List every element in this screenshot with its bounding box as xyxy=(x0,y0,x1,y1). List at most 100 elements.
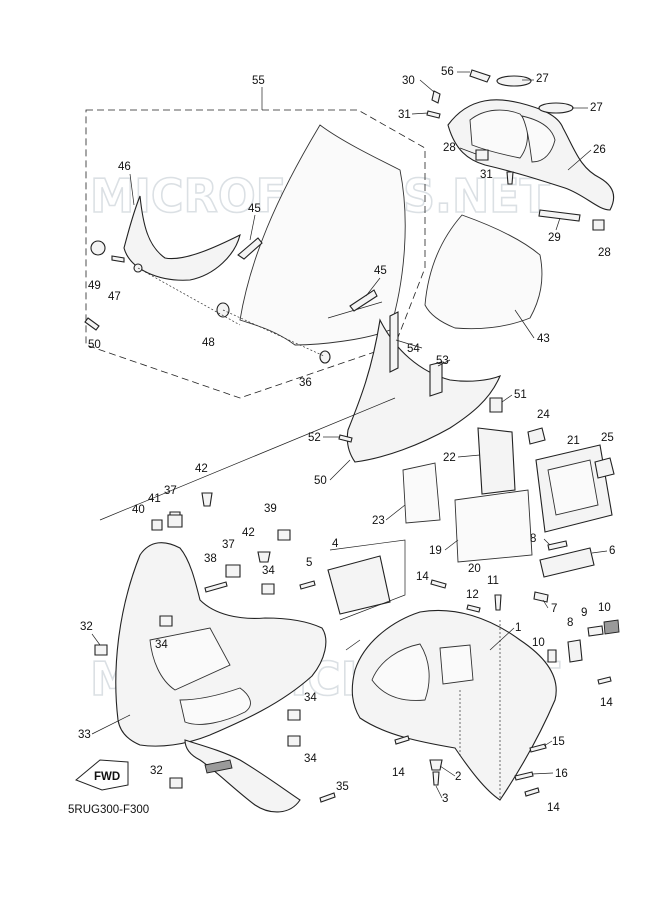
bolt-42-lower xyxy=(257,551,271,563)
callout-20: 20 xyxy=(468,563,481,575)
front-cowling-32 xyxy=(115,542,327,747)
screw-15 xyxy=(466,604,481,613)
callout-17: 16 xyxy=(555,768,568,780)
clip-45-upper xyxy=(237,237,263,260)
callout-55: 54 xyxy=(407,343,420,355)
callout-41-upper: 37 xyxy=(164,485,177,497)
bolt-42-upper xyxy=(201,492,213,507)
callout-1: 1 xyxy=(515,622,521,634)
callout-42-upper: 42 xyxy=(195,463,208,475)
clip-12 xyxy=(547,649,557,663)
callout-31-upper: 31 xyxy=(398,109,411,121)
clip-37 xyxy=(277,529,291,541)
callout-32: 33 xyxy=(78,729,91,741)
callout-21: 21 xyxy=(567,435,580,447)
callout-16: 15 xyxy=(552,736,565,748)
clip-45-lower xyxy=(349,289,378,312)
nut-28-right xyxy=(592,219,605,231)
callout-41-lower: 37 xyxy=(222,539,235,551)
switch-25 xyxy=(594,457,615,479)
callout-34-a: 34 xyxy=(262,565,275,577)
callout-3: 3 xyxy=(442,793,448,805)
callout-6: 5 xyxy=(306,557,312,569)
callout-18-b: 14 xyxy=(392,767,405,779)
grommet-2 xyxy=(429,759,443,771)
strip-29 xyxy=(538,209,581,222)
callout-46: 46 xyxy=(118,161,131,173)
callout-10: 9 xyxy=(581,607,587,619)
pad-27-right xyxy=(538,102,574,114)
screw-35 xyxy=(319,792,336,803)
screw-38 xyxy=(204,581,228,593)
callout-43: 43 xyxy=(537,333,550,345)
forward-direction-badge: FWD xyxy=(75,759,129,791)
callout-36: 36 xyxy=(299,377,312,389)
screw-18-b xyxy=(394,735,410,745)
callout-27-left: 27 xyxy=(536,73,549,85)
callout-5: 6 xyxy=(609,545,615,557)
front-panel-lower xyxy=(184,739,301,813)
callout-33-upper: 32 xyxy=(80,621,93,633)
nut-34-b xyxy=(159,615,173,627)
callout-27-right: 27 xyxy=(590,102,603,114)
stay-55 xyxy=(389,311,399,373)
callout-34-c: 34 xyxy=(304,692,317,704)
callout-28-left: 28 xyxy=(443,142,456,154)
callout-50: 50 xyxy=(88,339,101,351)
callout-23: 23 xyxy=(372,515,385,527)
callout-48: 48 xyxy=(202,337,215,349)
seal-19 xyxy=(454,489,533,563)
trim-panel-46 xyxy=(123,195,241,281)
callout-8: 8 xyxy=(530,533,536,545)
callout-7: 7 xyxy=(551,603,557,615)
bolt-50 xyxy=(84,317,100,331)
screw-17 xyxy=(514,771,534,781)
lock-24 xyxy=(527,427,546,445)
callout-52: 51 xyxy=(514,389,527,401)
callout-12: 10 xyxy=(532,637,545,649)
drawing-code: 5RUG300-F300 xyxy=(68,804,150,816)
fwd-label: FWD xyxy=(94,771,120,783)
grommet-30 xyxy=(431,90,441,104)
bracket-22 xyxy=(477,427,516,495)
inner-shield-43 xyxy=(424,214,543,330)
callout-51: 50 xyxy=(314,475,327,487)
nut-28-left xyxy=(475,149,489,161)
callout-54: 53 xyxy=(436,355,449,367)
bracket-9 xyxy=(567,639,583,663)
callout-9: 8 xyxy=(567,617,573,629)
callout-4: 4 xyxy=(332,538,339,550)
callout-11: 10 xyxy=(598,602,611,614)
screw-18-a xyxy=(430,579,447,589)
pad-27-left xyxy=(496,75,532,87)
callout-34-d: 34 xyxy=(304,753,317,765)
callout-25: 25 xyxy=(601,432,614,444)
nut-34-d xyxy=(287,735,301,747)
callout-26: 26 xyxy=(593,144,606,156)
nut-33-upper xyxy=(94,644,108,656)
callout-53: 52 xyxy=(308,432,321,444)
screw-6 xyxy=(299,580,316,590)
callout-15: 12 xyxy=(466,589,479,601)
callout-38: 38 xyxy=(204,553,217,565)
callout-44: 55 xyxy=(252,75,265,87)
clip-7 xyxy=(533,591,549,603)
callout-34-b: 34 xyxy=(155,639,168,651)
screw-31-lower xyxy=(506,171,514,185)
screw-16 xyxy=(529,743,547,753)
callout-35: 35 xyxy=(336,781,349,793)
nut-33-lower xyxy=(169,777,183,789)
bracket-5 xyxy=(539,547,595,578)
screw-31-upper xyxy=(426,110,441,119)
frame-23 xyxy=(402,462,441,524)
screw-3 xyxy=(432,771,440,786)
callout-30: 30 xyxy=(402,75,415,87)
inner-panel-4 xyxy=(327,555,391,615)
assembly-44-boundary xyxy=(85,109,426,399)
callout-29: 29 xyxy=(548,232,561,244)
grommet-49 xyxy=(90,240,106,256)
screw-47 xyxy=(111,255,125,263)
nut-36 xyxy=(319,350,331,364)
